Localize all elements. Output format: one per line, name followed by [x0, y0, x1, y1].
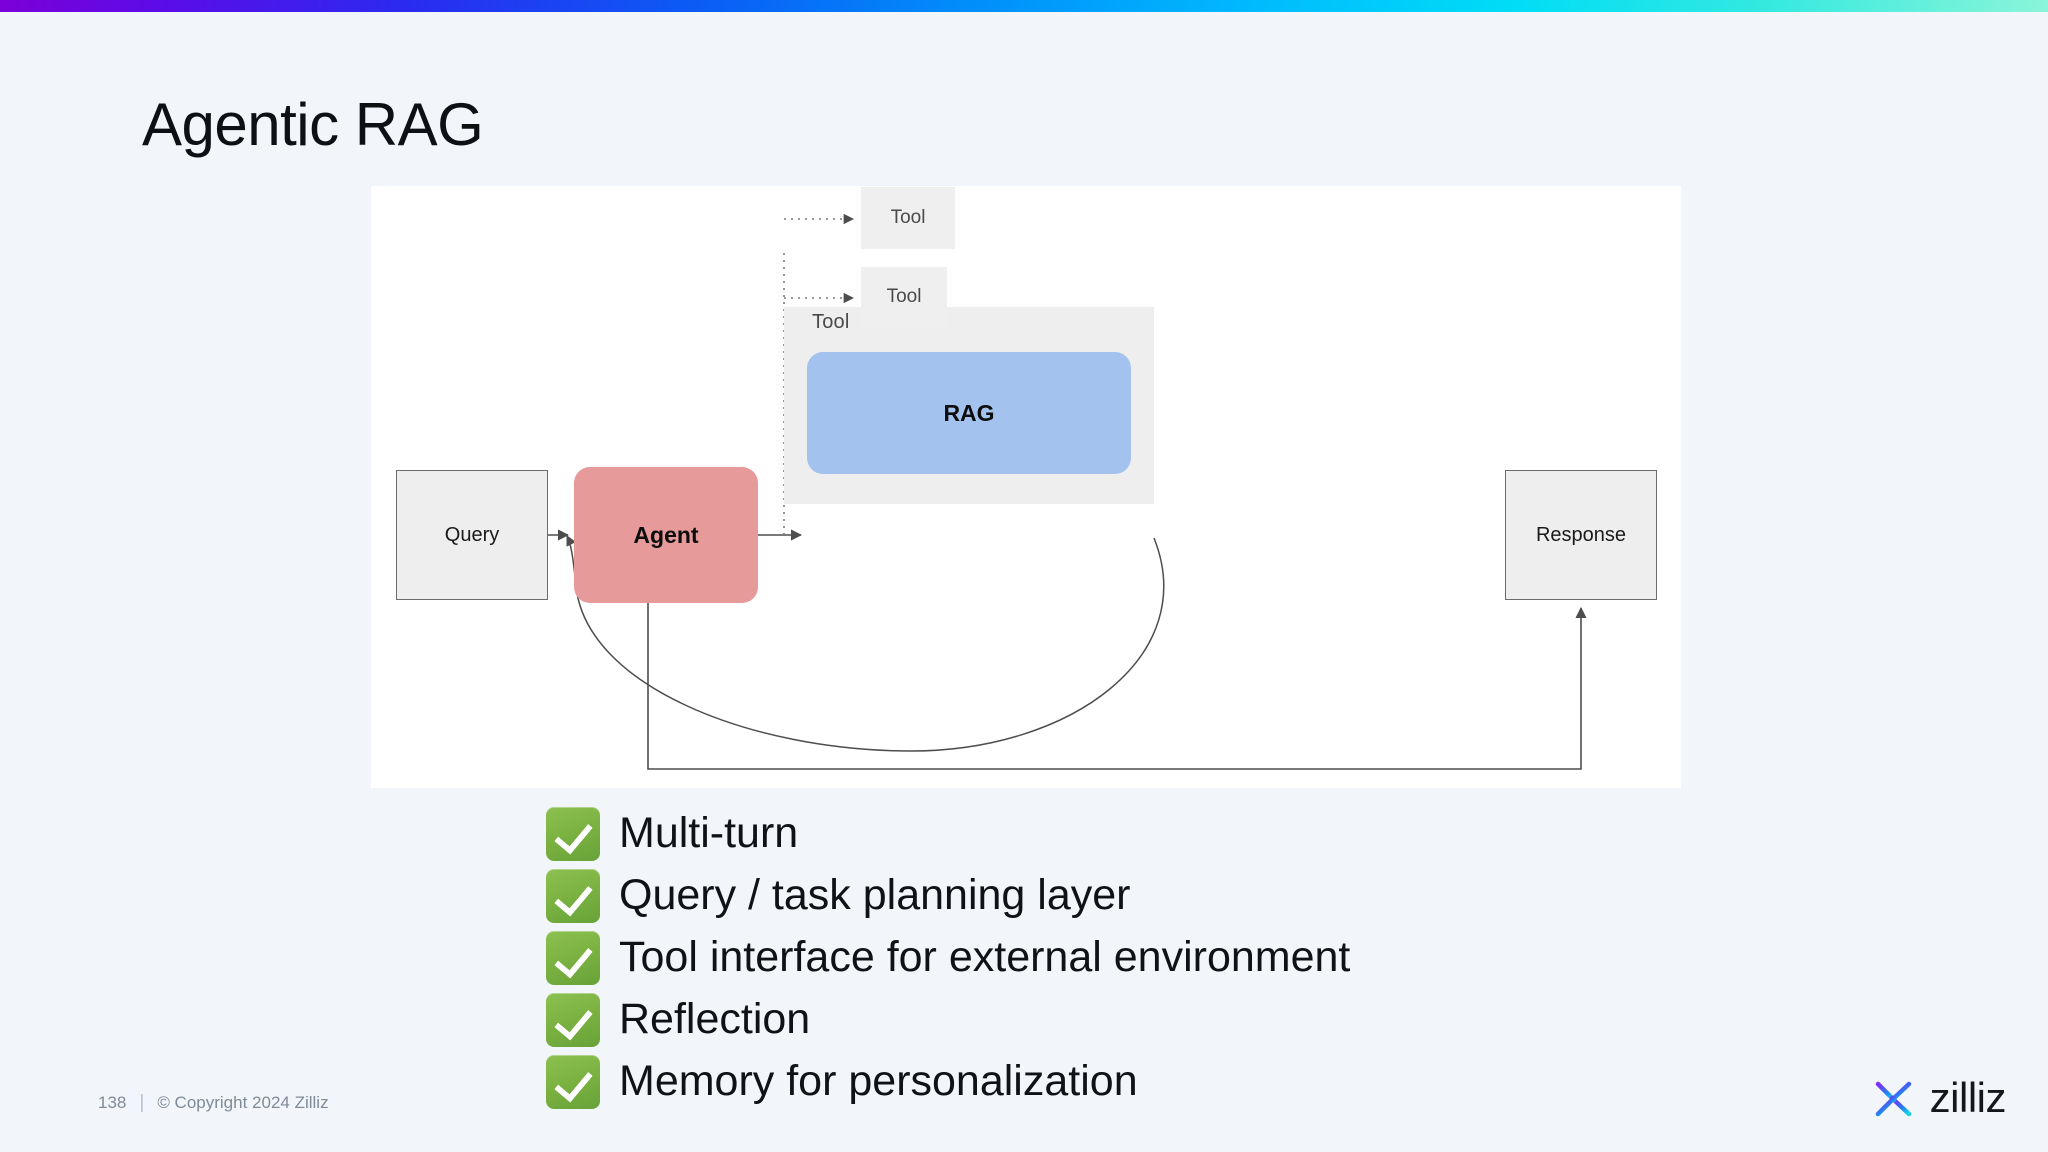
list-item: Reflection: [546, 992, 1350, 1047]
check-mark-button-emoji-icon: [546, 1054, 600, 1109]
list-item-label: Reflection: [619, 995, 811, 1043]
feature-bullet-list: Multi-turn Query / task planning layer T…: [546, 806, 1350, 1109]
check-mark-button-emoji-icon: [546, 930, 600, 985]
slide-footer: 138 | © Copyright 2024 Zilliz: [98, 1092, 329, 1114]
list-item-label: Query / task planning layer: [619, 871, 1131, 919]
edge-rag-loop-to-agent: [566, 535, 1165, 752]
list-item-label: Tool interface for external environment: [619, 933, 1351, 981]
list-item-label: Multi-turn: [619, 809, 799, 857]
check-mark-button-emoji-icon: [546, 868, 600, 923]
list-item: Memory for personalization: [546, 1054, 1350, 1109]
check-mark-button-emoji-icon: [546, 806, 600, 861]
zilliz-wordmark: zilliz: [1929, 1074, 2007, 1121]
list-item: Multi-turn: [546, 806, 1350, 861]
copyright-text: © Copyright 2024 Zilliz: [157, 1093, 329, 1112]
page-number: 138: [98, 1093, 127, 1112]
top-gradient-bar: [0, 0, 2048, 12]
footer-separator: |: [139, 1092, 145, 1113]
zilliz-logo: zilliz: [1868, 1073, 2007, 1123]
tool-group-label: Tool: [812, 311, 850, 333]
edge-agent-to-response: [647, 603, 1587, 770]
list-item: Tool interface for external environment: [546, 930, 1350, 985]
list-item: Query / task planning layer: [546, 868, 1350, 923]
tool-group-container[interactable]: [784, 307, 1154, 504]
check-mark-button-emoji-icon: [546, 992, 600, 1047]
list-item-label: Memory for personalization: [619, 1057, 1138, 1105]
page-title: Agentic RAG: [142, 91, 484, 158]
diagram-canvas: Tool Query Agent RAG Tool Tool Response: [371, 186, 1681, 788]
zilliz-star-icon: [1869, 1074, 1918, 1123]
